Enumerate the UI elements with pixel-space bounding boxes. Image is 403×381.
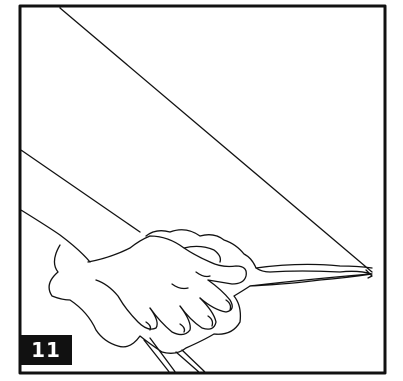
thumb xyxy=(184,246,220,262)
knuckle-crease xyxy=(196,272,210,277)
cloth-fold-line xyxy=(256,264,372,268)
surface-edge-line xyxy=(60,8,372,272)
fingernail xyxy=(180,324,185,332)
tool-handle-line xyxy=(182,350,206,373)
cloth-fold-line-2 xyxy=(250,274,370,286)
panel-border xyxy=(20,6,385,373)
fingernail xyxy=(208,316,213,326)
tool-handle-line xyxy=(144,340,170,373)
arm-upper-edge xyxy=(21,150,140,232)
hand-outline xyxy=(88,236,246,284)
tool-handle-line xyxy=(150,338,176,373)
step-number-badge: 11 xyxy=(20,335,72,365)
finger-1 xyxy=(200,280,232,312)
fingernail xyxy=(226,300,231,310)
knuckle-crease xyxy=(172,284,188,289)
finger-4 xyxy=(96,280,157,329)
